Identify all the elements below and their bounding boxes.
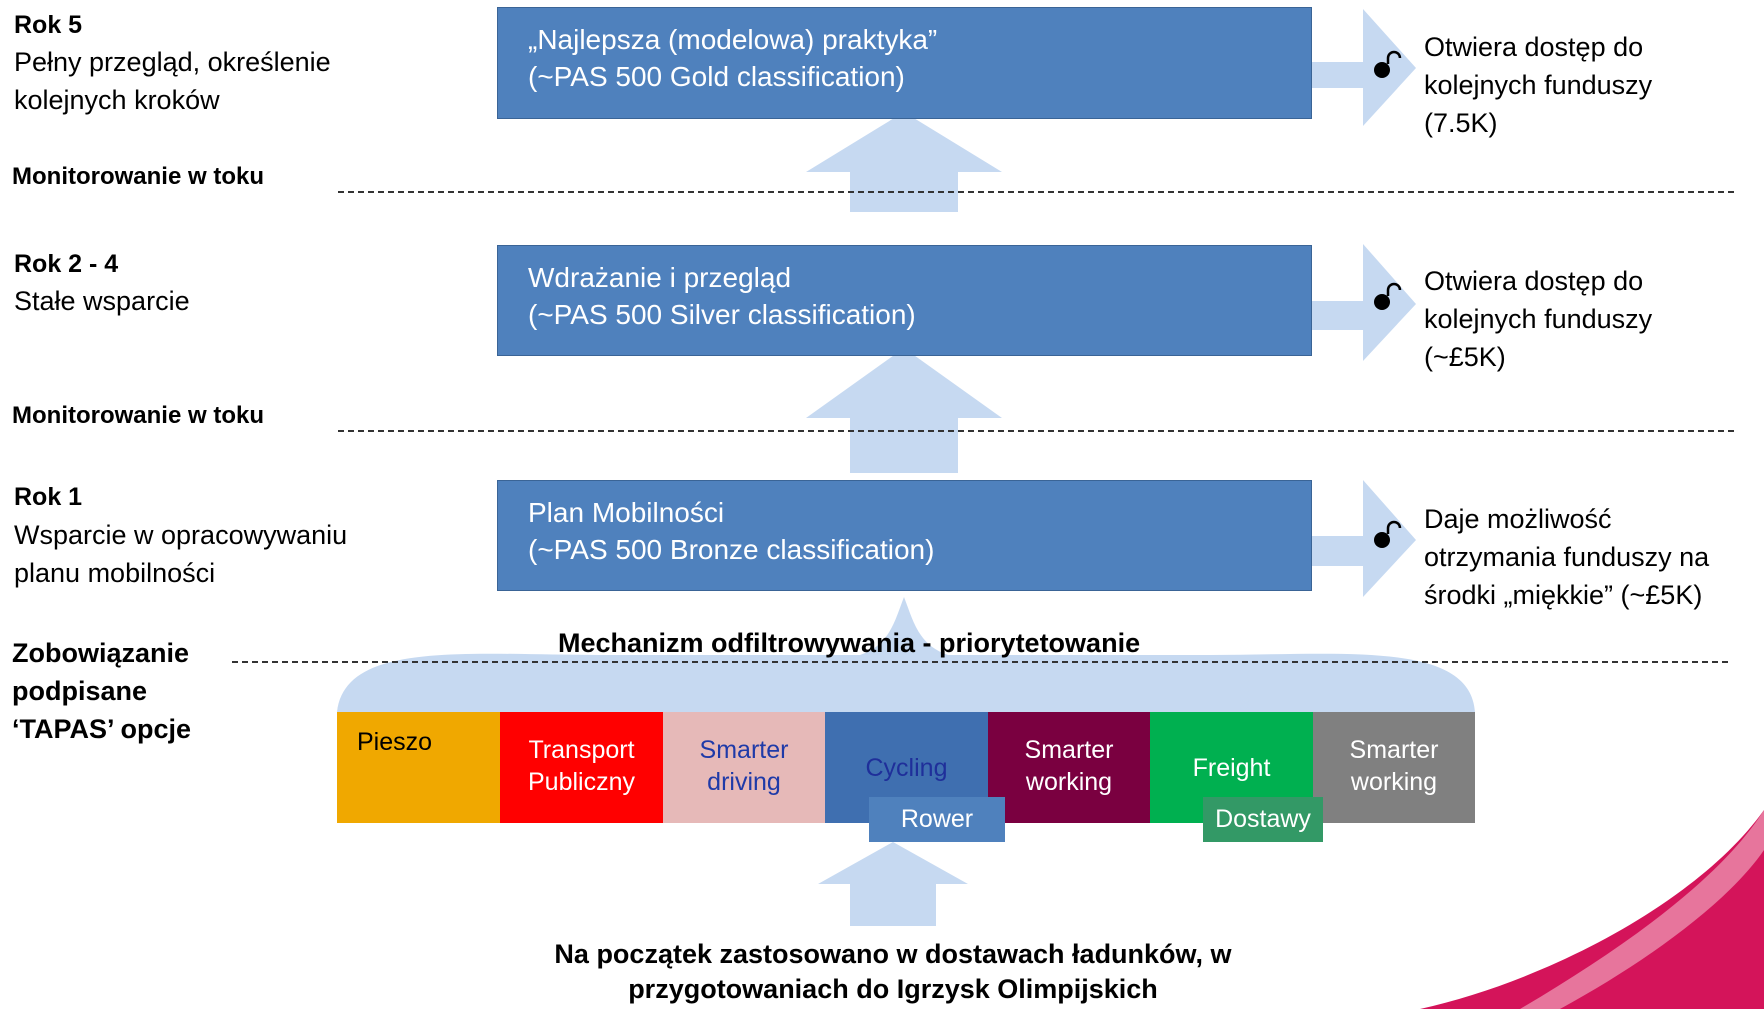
- zobow-line2: podpisane: [12, 676, 148, 706]
- rok24-desc: Stałe wsparcie: [14, 286, 190, 316]
- funding-note-1-line3: (7.5K): [1424, 108, 1498, 138]
- zobow-line1: Zobowiązanie: [12, 638, 190, 668]
- option-pieszo-label: Pieszo: [357, 728, 433, 756]
- monitoring-divider-1: [338, 191, 1734, 193]
- stage-silver: Wdrażanie i przegląd (~PAS 500 Silver cl…: [497, 245, 1312, 356]
- right-arrow-3: [1312, 480, 1416, 597]
- option-transport-label: Transport Publiczny: [528, 736, 635, 796]
- rok5-title: Rok 5: [14, 11, 83, 39]
- stage-bronze-classification: (~PAS 500 Bronze classification): [528, 534, 935, 565]
- right-arrow-2: [1312, 244, 1416, 361]
- rok1-desc: Wsparcie w opracowywaniu planu mobilnośc…: [14, 516, 347, 592]
- funding-note-2: Otwiera dostęp do kolejnych funduszy (~£…: [1424, 262, 1652, 376]
- filter-label: Mechanizm odfiltrowywania - priorytetowa…: [558, 628, 1141, 658]
- bottom-note: Na początek zastosowano w dostawach ładu…: [400, 937, 1386, 1007]
- sub-label-rower: Rower: [869, 797, 1005, 842]
- funding-note-3-line2: otrzymania funduszy na: [1424, 542, 1710, 572]
- right-arrow-1: [1312, 9, 1416, 126]
- stage-bronze: Plan Mobilności (~PAS 500 Bronze classif…: [497, 480, 1312, 591]
- stage-gold-title: „Najlepsza (modelowa) praktyka”: [528, 24, 938, 55]
- funding-note-3: Daje możliwość otrzymania funduszy na śr…: [1424, 500, 1709, 614]
- rok1-title: Rok 1: [14, 483, 83, 511]
- up-arrow-middle: [806, 348, 1002, 473]
- funding-note-2-line2: kolejnych funduszy: [1424, 304, 1653, 334]
- rok5-desc-line1: Pełny przegląd, określenie: [14, 47, 331, 77]
- up-arrow-bottom: [818, 842, 968, 926]
- stage-gold: „Najlepsza (modelowa) praktyka” (~PAS 50…: [497, 7, 1312, 119]
- funding-note-1-line1: Otwiera dostęp do: [1424, 32, 1644, 62]
- funding-note-2-line3: (~£5K): [1424, 342, 1506, 372]
- bottom-note-line1: Na początek zastosowano w dostawach ładu…: [554, 939, 1232, 969]
- stage-silver-classification: (~PAS 500 Silver classification): [528, 299, 916, 330]
- stage-bronze-title: Plan Mobilności: [528, 497, 725, 528]
- option-pieszo: Pieszo: [337, 712, 500, 823]
- option-smarter-working-1-label: Smarter working: [1024, 736, 1114, 796]
- option-freight-label: Freight: [1192, 754, 1271, 782]
- monitoring-divider-2: [338, 430, 1734, 432]
- funding-note-3-line3: środki „miękkie” (~£5K): [1424, 580, 1703, 610]
- rok5-desc: Pełny przegląd, określenie kolejnych kro…: [14, 43, 331, 119]
- decorative-swoosh: [1420, 810, 1764, 1009]
- funding-note-3-line1: Daje możliwość: [1424, 504, 1612, 534]
- zobow-line3: ‘TAPAS’ opcje: [12, 714, 192, 744]
- stage-silver-title: Wdrażanie i przegląd: [528, 262, 792, 293]
- funding-note-1: Otwiera dostęp do kolejnych funduszy (7.…: [1424, 28, 1652, 142]
- unlock-icon-1: [1374, 50, 1402, 78]
- unlock-icon-3: [1374, 520, 1402, 548]
- option-smarter-driving-label: Smarter driving: [699, 736, 789, 796]
- option-transport: Transport Publiczny: [500, 712, 663, 823]
- rok24-title: Rok 2 - 4: [14, 250, 119, 278]
- monitoring-label-1: Monitorowanie w toku: [12, 163, 264, 190]
- rok5-desc-line2: kolejnych kroków: [14, 85, 220, 115]
- option-smarter-working-2: Smarter working: [1313, 712, 1475, 823]
- bottom-note-line2: przygotowaniach do Igrzysk Olimpijskich: [628, 974, 1158, 1004]
- option-smarter-working-2-label: Smarter working: [1349, 736, 1439, 796]
- funding-note-2-line1: Otwiera dostęp do: [1424, 266, 1644, 296]
- monitoring-label-2: Monitorowanie w toku: [12, 402, 264, 429]
- rok1-desc-line2: planu mobilności: [14, 558, 216, 588]
- option-cycling-label: Cycling: [865, 754, 948, 782]
- option-smarter-working-1: Smarter working: [988, 712, 1150, 823]
- commitment-divider: [232, 661, 1728, 663]
- rok1-desc-line1: Wsparcie w opracowywaniu: [14, 520, 348, 550]
- stage-gold-classification: (~PAS 500 Gold classification): [528, 61, 905, 92]
- option-smarter-driving: Smarter driving: [663, 712, 825, 823]
- unlock-icon-2: [1374, 282, 1402, 310]
- funding-note-1-line2: kolejnych funduszy: [1424, 70, 1653, 100]
- up-arrow-top: [806, 112, 1002, 212]
- sub-label-dostawy: Dostawy: [1203, 797, 1323, 842]
- zobowiazanie-label: Zobowiązanie podpisane ‘TAPAS’ opcje: [12, 634, 191, 748]
- filter-dome: [337, 597, 1475, 712]
